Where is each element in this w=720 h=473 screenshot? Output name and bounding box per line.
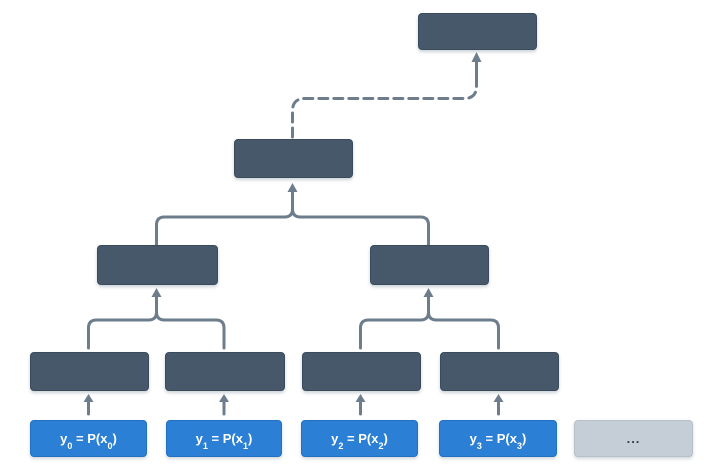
leaf-y1: y1 = P(x1) bbox=[166, 420, 282, 457]
tree-node-level4-1 bbox=[30, 352, 149, 391]
leaf-y0-label: y0 = P(x0) bbox=[60, 431, 117, 451]
tree-node-level4-3 bbox=[302, 352, 421, 391]
leaf-y3-label: y3 = P(x3) bbox=[469, 431, 527, 451]
leaf-y2: y2 = P(x2) bbox=[301, 420, 418, 457]
leaf-ellipsis: ... bbox=[574, 420, 693, 457]
merge-bracket-left bbox=[87, 288, 226, 350]
arrow-up-icon bbox=[83, 394, 94, 416]
leaf-y1-label: y1 = P(x1) bbox=[195, 431, 253, 451]
tree-node-level3-right bbox=[370, 245, 489, 285]
leaf-ellipsis-label: ... bbox=[626, 431, 641, 446]
arrow-up-icon bbox=[219, 394, 229, 416]
tree-node-root bbox=[418, 13, 537, 50]
leaf-y3: y3 = P(x3) bbox=[439, 420, 557, 457]
arrow-up-icon bbox=[355, 394, 366, 416]
merge-bracket-top bbox=[155, 183, 430, 247]
tree-node-level3-left bbox=[97, 245, 218, 285]
leaf-y2-label: y2 = P(x2) bbox=[331, 431, 388, 451]
tree-node-level4-2 bbox=[165, 352, 285, 391]
merge-bracket-right bbox=[359, 288, 500, 350]
arrow-up-icon bbox=[493, 394, 504, 416]
tree-node-level4-4 bbox=[440, 352, 559, 391]
dashed-connector bbox=[291, 52, 482, 139]
tree-node-level2 bbox=[234, 139, 353, 178]
leaf-y0: y0 = P(x0) bbox=[30, 420, 147, 457]
